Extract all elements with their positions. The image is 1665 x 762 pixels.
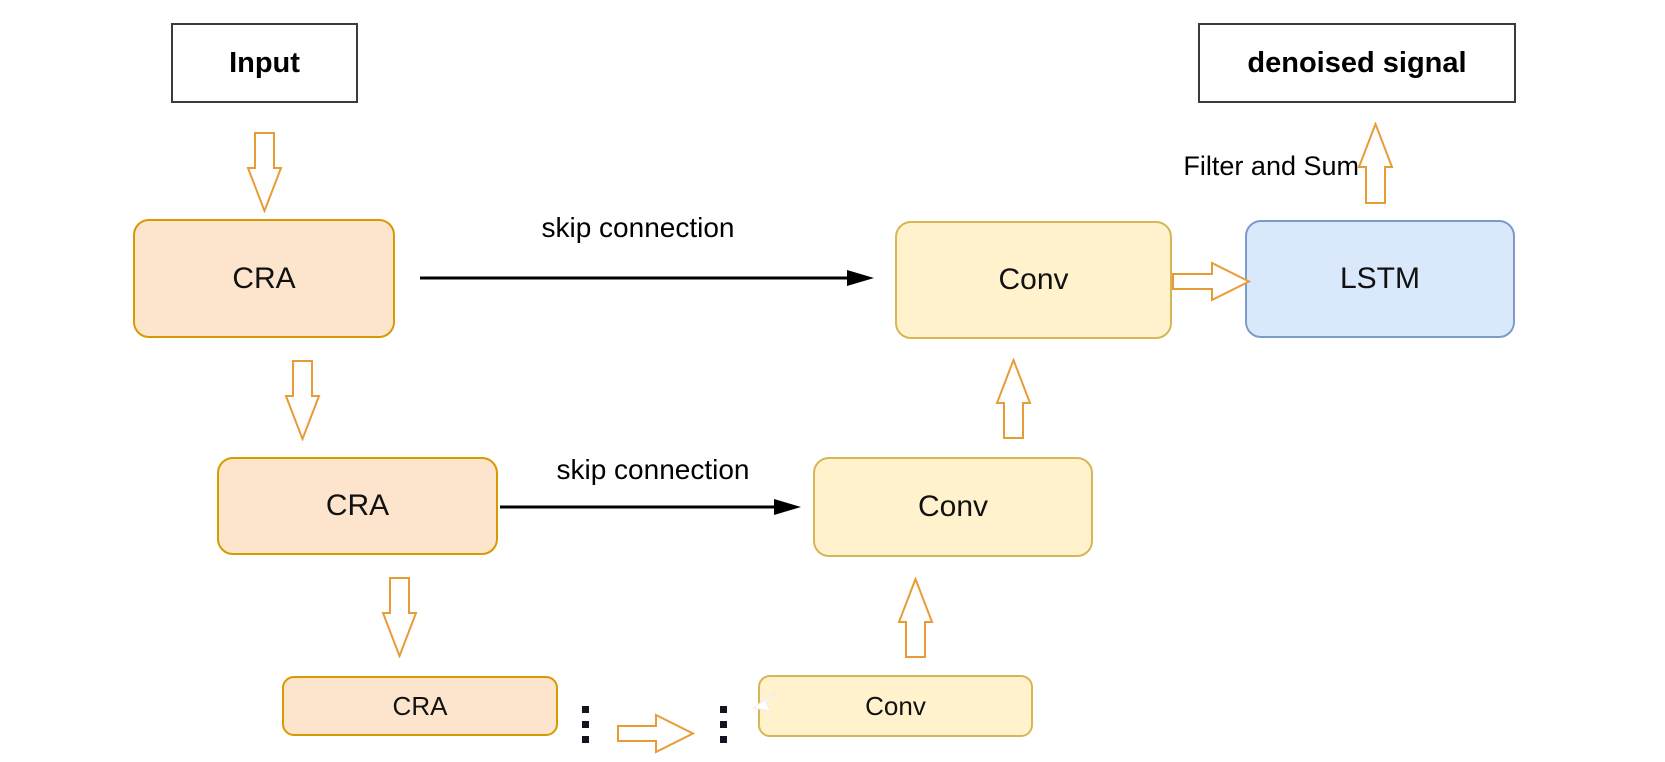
mouse-pointer-icon — [752, 691, 777, 713]
up-arrow-conv2-to-conv1 — [995, 358, 1032, 439]
denoised-signal-node-label: denoised signal — [1247, 46, 1467, 79]
up-arrow-conv3-to-conv2 — [897, 577, 934, 658]
conv-node-1[interactable]: Conv — [895, 221, 1172, 339]
conv-node-2[interactable]: Conv — [813, 457, 1093, 557]
vertical-ellipsis-right — [720, 706, 727, 743]
denoised-signal-node[interactable]: denoised signal — [1198, 23, 1516, 103]
up-arrow-lstm-to-denoised — [1357, 122, 1394, 204]
input-node-label: Input — [229, 46, 300, 79]
input-node[interactable]: Input — [171, 23, 358, 103]
skip-connection-label-top: skip connection — [541, 212, 735, 243]
conv-node-3[interactable]: Conv — [758, 675, 1033, 737]
down-arrow-cra1-to-cra2 — [284, 360, 321, 441]
skip-arrow-top — [420, 270, 874, 286]
cra-node-2-label: CRA — [325, 489, 390, 522]
right-arrow-conv1-to-lstm — [1172, 261, 1251, 302]
filter-and-sum-label: Filter and Sum — [1183, 151, 1359, 181]
skip-arrow-mid — [500, 499, 801, 515]
cra-node-3-label: CRA — [392, 691, 448, 721]
cra-node-2[interactable]: CRA — [217, 457, 498, 555]
vertical-ellipsis-left — [582, 706, 589, 743]
right-arrow-bottom-ellipsis — [617, 713, 695, 754]
down-arrow-input-to-cra1 — [246, 132, 283, 213]
lstm-node-label: LSTM — [1339, 262, 1420, 295]
lstm-node[interactable]: LSTM — [1245, 220, 1515, 338]
skip-connection-label-mid: skip connection — [556, 454, 750, 485]
conv-node-2-label: Conv — [917, 490, 989, 523]
cra-node-1[interactable]: CRA — [133, 219, 395, 338]
conv-node-3-label: Conv — [865, 691, 926, 721]
cra-node-1-label: CRA — [232, 261, 296, 295]
conv-node-1-label: Conv — [998, 263, 1069, 296]
cra-node-3[interactable]: CRA — [282, 676, 558, 736]
down-arrow-cra2-to-cra3 — [381, 577, 418, 658]
